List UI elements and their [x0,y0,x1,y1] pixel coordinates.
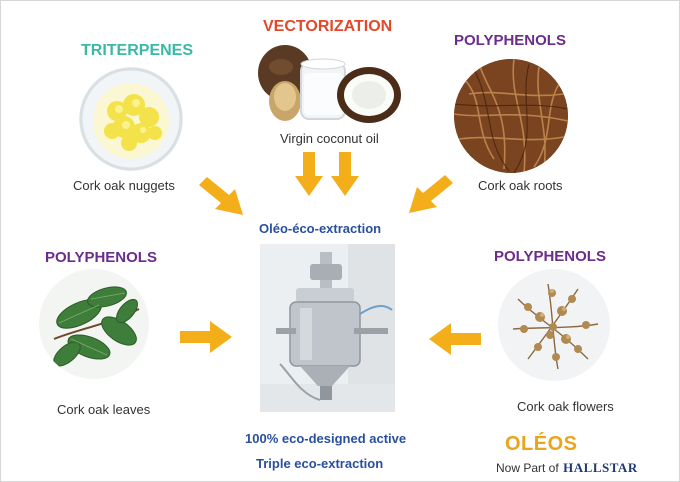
arrow-from-leaves [180,321,232,353]
caption-coconut: Virgin coconut oil [280,131,379,146]
arrow-from-coconut-right [331,152,359,196]
label-polyphenols-flowers: POLYPHENOLS [494,248,606,265]
label-polyphenols-roots: POLYPHENOLS [454,32,566,49]
cork-oak-roots-image [454,59,568,173]
arrow-from-roots [407,175,453,215]
tagline-prefix: Now Part of [496,461,559,475]
process-label: Oléo-éco-extraction [259,221,382,236]
oleos-logo: OLÉOS [505,433,578,455]
triple-extraction-label: Triple eco-extraction [256,456,384,471]
caption-leaves: Cork oak leaves [57,402,151,417]
hallstar-logo: HALLSTAR [563,460,638,475]
hallstar-tagline: Now Part of HALLSTAR [496,459,638,477]
extraction-machine-image [260,244,395,412]
label-triterpenes: TRITERPENES [81,42,194,59]
caption-roots: Cork oak roots [478,178,563,193]
caption-flowers: Cork oak flowers [517,399,614,414]
label-vectorization: VECTORIZATION [263,18,393,35]
coconut-oil-image [257,41,407,129]
arrow-from-nuggets [199,177,245,217]
cork-oak-nuggets-image [79,67,183,171]
caption-nuggets: Cork oak nuggets [73,178,175,193]
cork-oak-leaves-image [39,269,149,379]
label-polyphenols-leaves: POLYPHENOLS [45,249,157,266]
eco-designed-active-label: 100% eco-designed active [245,431,407,446]
cork-oak-flowers-image [498,269,610,381]
arrow-from-flowers [429,323,481,355]
arrow-from-coconut-left [295,152,323,196]
